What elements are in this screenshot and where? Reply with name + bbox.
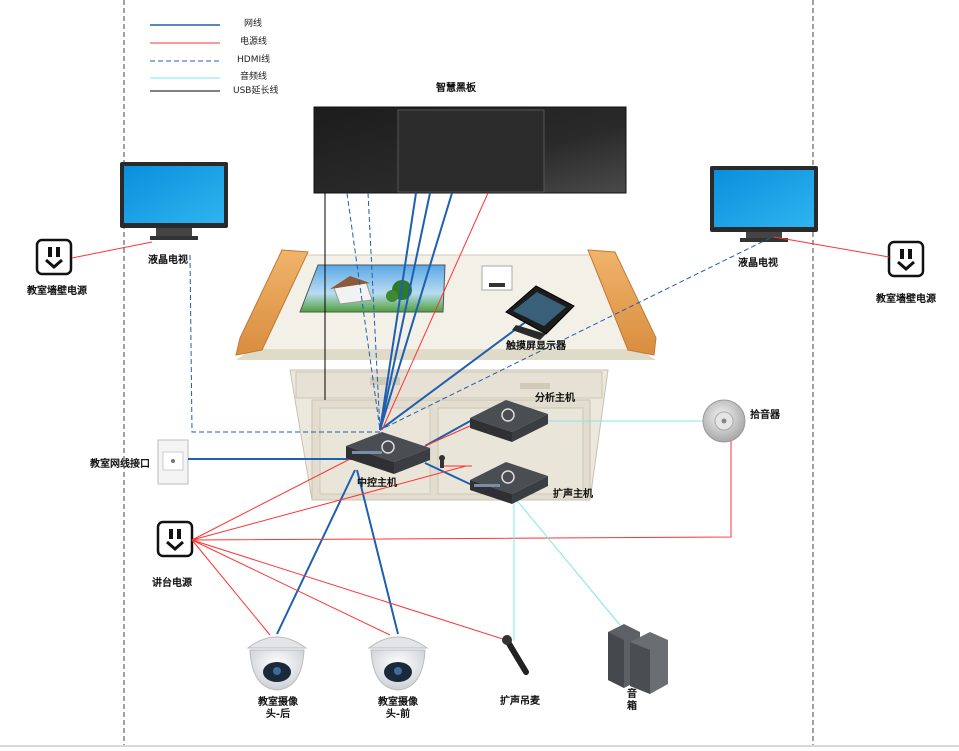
tv-right bbox=[710, 166, 818, 242]
label-wall-power-left: 教室墙壁电源 bbox=[27, 286, 87, 297]
label-wall-power-right: 教室墙壁电源 bbox=[876, 294, 936, 305]
podium-power-icon bbox=[156, 520, 194, 558]
label-smart-board: 智慧黑板 bbox=[436, 83, 476, 94]
camera-rear-device bbox=[246, 636, 308, 691]
label-network-port: 教室网线接口 bbox=[90, 459, 150, 470]
tv-left bbox=[120, 162, 228, 240]
hanging-mic-device bbox=[502, 635, 529, 675]
amp-host-device bbox=[470, 462, 548, 504]
label-podium-power: 讲台电源 bbox=[152, 578, 192, 589]
label-pickup: 拾音器 bbox=[750, 410, 780, 421]
central-host-device bbox=[346, 432, 430, 474]
label-camera-rear: 教室摄像头-后 bbox=[258, 697, 298, 720]
label-amp-host: 扩声主机 bbox=[553, 489, 593, 500]
label-central-host: 中控主机 bbox=[357, 478, 397, 489]
label-tv-left: 液晶电视 bbox=[148, 255, 188, 266]
label-camera-front: 教室摄像头-前 bbox=[378, 697, 418, 720]
analysis-host-device bbox=[470, 400, 548, 442]
label-mic: 扩声吊麦 bbox=[500, 696, 540, 707]
legend-label-audio: 音频线 bbox=[240, 72, 268, 82]
touch-screen-device bbox=[505, 285, 575, 340]
network-port-icon bbox=[157, 439, 189, 485]
wall-power-right-icon bbox=[887, 240, 925, 278]
label-speaker: 音箱 bbox=[627, 689, 637, 712]
smart-board bbox=[313, 106, 627, 194]
legend-label-hdmi: HDMI线 bbox=[237, 55, 271, 65]
wall-power-left-icon bbox=[35, 238, 73, 276]
label-analysis-host: 分析主机 bbox=[535, 393, 575, 404]
camera-front-device bbox=[367, 636, 429, 691]
legend-label-network: 网线 bbox=[244, 19, 263, 29]
legend-label-usb: USB延长线 bbox=[233, 86, 279, 96]
door-connector-icon bbox=[439, 455, 445, 461]
cables bbox=[71, 192, 890, 641]
pickup-microphone-device bbox=[702, 399, 746, 443]
legend-label-power: 电源线 bbox=[240, 37, 268, 47]
label-tv-right: 液晶电视 bbox=[738, 258, 778, 269]
label-touch-screen: 触摸屏显示器 bbox=[506, 341, 566, 352]
speaker-device bbox=[608, 624, 668, 694]
